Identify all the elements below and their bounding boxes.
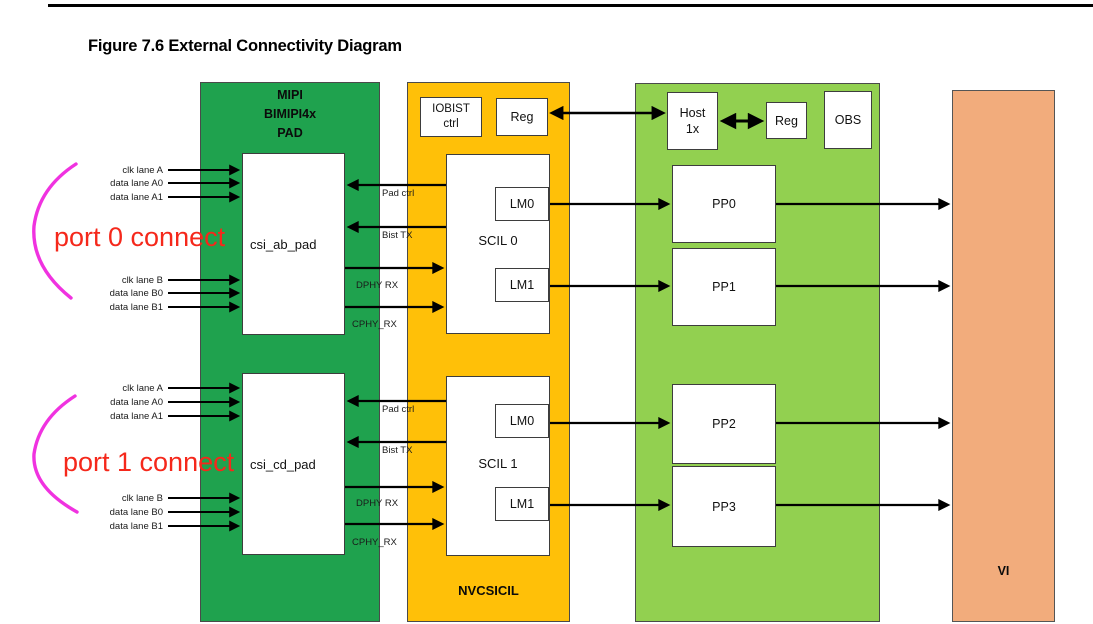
lane-label-port0-clk-b: clk lane B [121, 275, 163, 286]
iobist-label-line2: ctrl [443, 118, 459, 130]
block-reg-host: Reg [766, 102, 807, 139]
signal-label-port1-cphy-rx: CPHY_RX [352, 537, 397, 548]
lane-label-port1-clk-b: clk lane B [121, 493, 163, 504]
block-scil0-lm0: LM0 [495, 187, 549, 221]
port0-annotation-text: port 0 connect [54, 222, 226, 252]
block-pp1: PP1 [672, 248, 776, 326]
block-scil1-lm0: LM0 [495, 404, 549, 438]
scil0-label: SCIL 0 [478, 233, 518, 248]
signal-label-port1-pad-ctrl: Pad ctrl [382, 404, 415, 415]
lane-label-port1-data-b0: data lane B0 [109, 507, 163, 518]
signal-label-port0-bist-tx: Bist TX [382, 230, 413, 241]
signal-label-port0-pad-ctrl: Pad ctrl [382, 188, 415, 199]
nvcsicil-column-label: NVCSICIL [458, 583, 519, 598]
host1x-label-line2: 1x [685, 122, 700, 136]
mipi-pad-header-line2: BIMIPI4x [263, 107, 317, 121]
lane-label-port0-data-b0: data lane B0 [109, 288, 163, 299]
block-reg-nvcsicil: Reg [496, 98, 548, 136]
host1x-label-line1: Host [679, 106, 706, 120]
scil1-label: SCIL 1 [478, 456, 518, 471]
block-scil0-lm1: LM1 [495, 268, 549, 302]
block-scil1-lm1: LM1 [495, 487, 549, 521]
signal-label-port0-dphy-rx: DPHY RX [356, 280, 399, 291]
figure-title: Figure 7.6 External Connectivity Diagram [88, 37, 402, 55]
port1-annotation-text: port 1 connect [63, 447, 235, 477]
block-iobist-ctrl: IOBIST ctrl [420, 97, 482, 137]
signal-label-port0-cphy-rx: CPHY_RX [352, 319, 397, 330]
vi-column-label: VI [997, 564, 1010, 578]
mipi-pad-header-line1: MIPI [277, 88, 303, 102]
block-csi-ab-pad: csi_ab_pad [242, 153, 345, 335]
block-pp0: PP0 [672, 165, 776, 243]
signal-label-port1-bist-tx: Bist TX [382, 445, 413, 456]
lane-label-port0-clk-a: clk lane A [122, 165, 163, 176]
iobist-label-line1: IOBIST [432, 103, 470, 115]
block-pp3: PP3 [672, 466, 776, 547]
lane-label-port0-data-a0: data lane A0 [110, 178, 163, 189]
lane-label-port0-data-b1: data lane B1 [109, 302, 163, 313]
block-csi-cd-pad: csi_cd_pad [242, 373, 345, 555]
block-scil0 [446, 154, 550, 334]
block-pp2: PP2 [672, 384, 776, 464]
lane-label-port1-clk-a: clk lane A [122, 383, 163, 394]
lane-label-port1-data-b1: data lane B1 [109, 521, 163, 532]
block-obs: OBS [824, 91, 872, 149]
block-host-1x: Host 1x [667, 92, 718, 150]
mipi-pad-header-line3: PAD [277, 126, 303, 140]
lane-label-port1-data-a1: data lane A1 [110, 411, 163, 422]
column-vi [952, 90, 1055, 622]
mipi-pad-column-header: MIPI BIMIPI4x PAD [200, 86, 380, 143]
signal-label-port1-dphy-rx: DPHY RX [356, 498, 399, 509]
lane-label-port1-data-a0: data lane A0 [110, 397, 163, 408]
page-top-rule [48, 4, 1093, 7]
lane-label-port0-data-a1: data lane A1 [110, 192, 163, 203]
